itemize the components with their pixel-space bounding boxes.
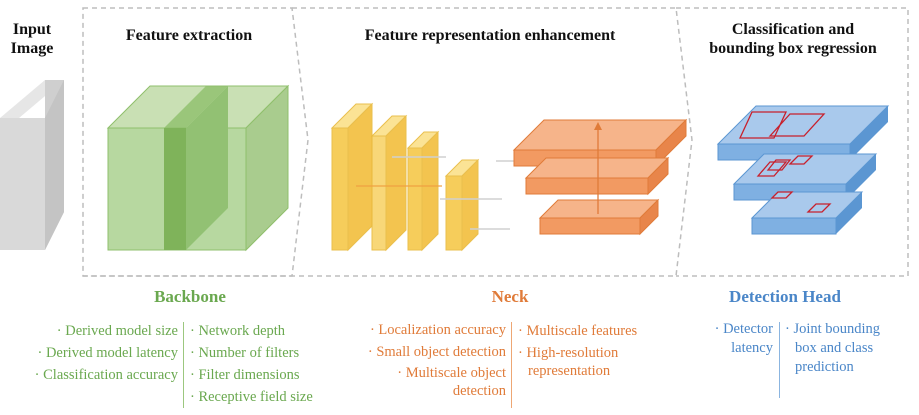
backbone-cube <box>106 84 290 252</box>
list-item: · Filter dimensions <box>190 367 300 383</box>
neck-orange-plates <box>512 118 688 236</box>
feature-extraction-heading: Feature extraction <box>125 27 253 44</box>
input-image-heading: Input Image <box>10 21 54 57</box>
neck-yellow-slabs <box>330 102 522 252</box>
list-item: · Derived model latency <box>37 345 178 361</box>
head-metrics-list: · Detector latency <box>700 320 773 358</box>
list-item: · Multiscale features <box>518 323 638 339</box>
backbone-title: Backbone <box>154 287 226 306</box>
section-dividers <box>82 7 909 277</box>
backbone-dashed-frame <box>82 7 309 277</box>
list-item: · Small object detection <box>367 343 506 360</box>
neck-metrics-list: · Localization accuracy · Small object d… <box>340 320 506 402</box>
list-item: · Number of filters <box>190 345 300 361</box>
list-item: prediction <box>795 359 854 375</box>
list-item: · High-resolution <box>518 345 619 361</box>
list-item: · Multiscale object <box>397 365 506 381</box>
head-divider <box>779 322 780 398</box>
neck-title: Neck <box>491 287 529 306</box>
backbone-divider <box>183 322 184 408</box>
list-item: representation <box>528 363 611 379</box>
input-image-slab <box>0 80 64 250</box>
head-dashed-frame <box>676 7 909 277</box>
list-item: · Detector <box>714 321 773 337</box>
neck-divider <box>511 322 512 408</box>
list-item: box and class <box>795 340 874 356</box>
detection-head-title: Detection Head <box>729 287 841 306</box>
list-item: · Network depth <box>190 323 286 339</box>
list-item: detection <box>452 382 506 399</box>
neck-dashed-frame <box>292 7 693 277</box>
list-item: · Localization accuracy <box>369 322 506 338</box>
list-item: · Derived model size <box>56 323 178 339</box>
classification-heading: Classification and bounding box regressi… <box>709 21 877 57</box>
backbone-metrics-list: · Derived model size · Derived model lat… <box>0 320 178 386</box>
head-factors-list: · Joint bounding box and class predictio… <box>785 320 915 377</box>
list-item: · Joint bounding <box>785 321 881 337</box>
neck-factors-list: · Multiscale features · High-resolution … <box>518 320 668 382</box>
list-item: · Receptive field size <box>190 389 313 405</box>
list-item: latency <box>731 340 773 356</box>
list-item: · Classification accuracy <box>34 367 178 383</box>
backbone-factors-list: · Network depth · Number of filters · Fi… <box>190 320 340 408</box>
detection-head-plates <box>716 105 890 235</box>
feature-enhancement-heading: Feature representation enhancement <box>364 27 616 44</box>
